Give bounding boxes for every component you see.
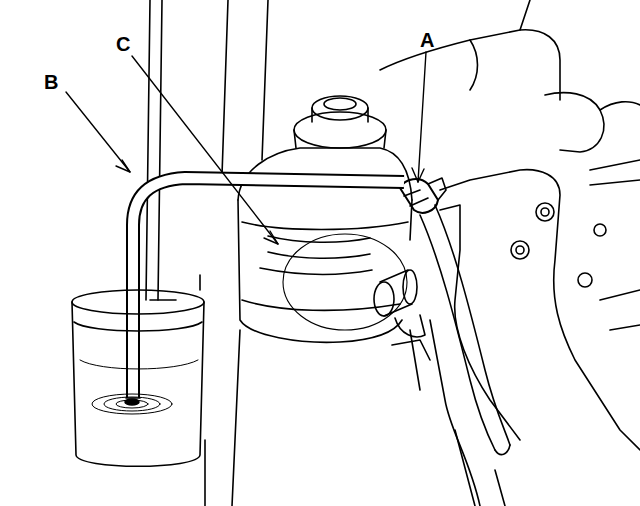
frame-lines (146, 0, 268, 506)
bleed-hose (126, 178, 404, 398)
leader-lines (66, 52, 426, 244)
hose-clamp (400, 178, 446, 213)
reservoir (238, 96, 430, 360)
callout-letter: C (116, 34, 130, 54)
beaker (72, 290, 204, 466)
lower-hose (420, 205, 510, 455)
engine-block (380, 0, 640, 506)
callout-letter: B (44, 72, 58, 92)
callout-letter: A (420, 30, 434, 50)
